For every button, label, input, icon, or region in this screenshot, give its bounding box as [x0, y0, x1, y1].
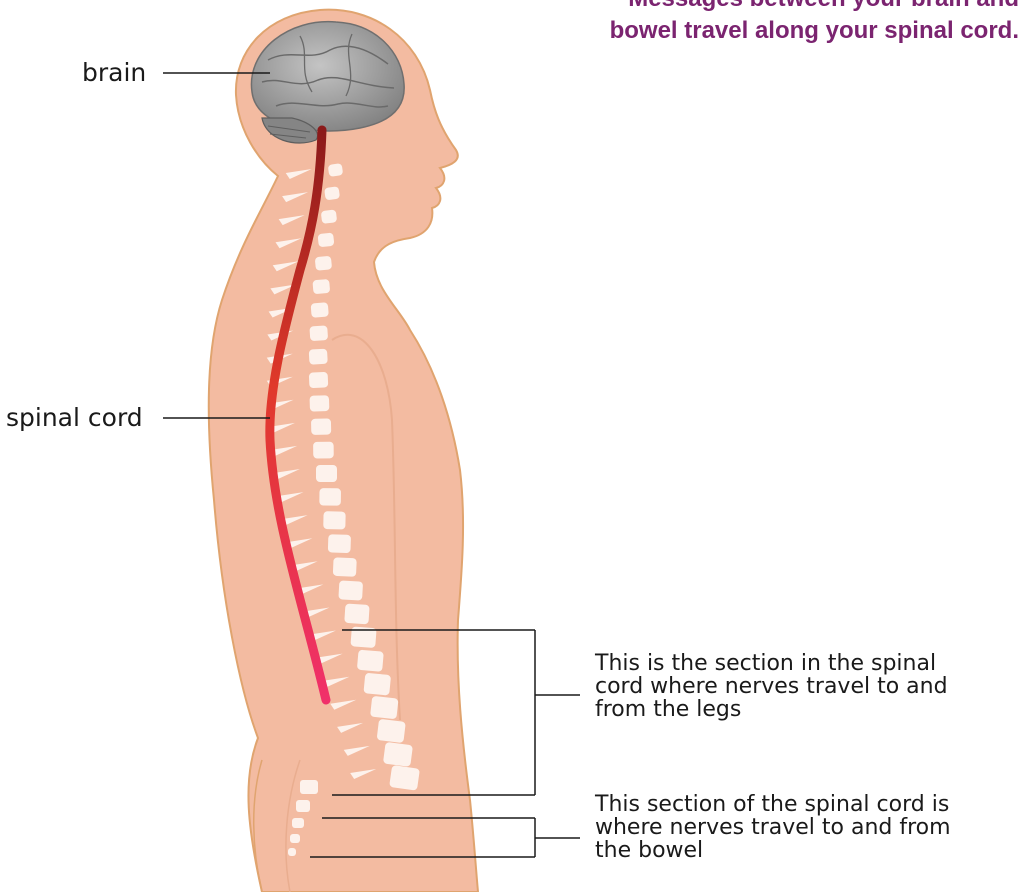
brain-label: brain: [82, 60, 146, 85]
vertebra-body: [321, 209, 338, 223]
heading-line-2: bowel travel along your spinal cord.: [610, 16, 1019, 46]
sacrum-segment: [288, 848, 296, 856]
legs-note-line-3: from the legs: [595, 698, 948, 721]
heading-line-1: Messages between your brain and: [628, 0, 1019, 14]
vertebra-body: [316, 465, 337, 482]
vertebra-body: [324, 186, 340, 200]
vertebra-body: [383, 742, 413, 767]
legs-section-note: This is the section in the spinal cord w…: [595, 652, 948, 721]
legs-note-line-2: cord where nerves travel to and: [595, 675, 948, 698]
vertebra-body: [311, 418, 331, 435]
vertebra-body: [328, 534, 351, 553]
bowel-section-note: This section of the spinal cord is where…: [595, 793, 951, 862]
bowel-note-line-3: the bowel: [595, 839, 951, 862]
vertebra-body: [370, 696, 398, 720]
legs-note-line-1: This is the section in the spinal: [595, 652, 948, 675]
sacrum-segment: [290, 834, 300, 843]
vertebra-body: [333, 557, 357, 576]
sacrum-segment: [292, 818, 304, 828]
vertebra-body: [309, 325, 328, 341]
vertebra-body: [389, 765, 420, 791]
vertebra-body: [310, 395, 330, 411]
vertebra-body: [313, 442, 334, 459]
bowel-note-line-1: This section of the spinal cord is: [595, 793, 951, 816]
vertebra-body: [309, 372, 328, 388]
bowel-note-line-2: where nerves travel to and from: [595, 816, 951, 839]
sacrum-segment: [296, 800, 310, 812]
sacrum-segment: [300, 780, 318, 794]
vertebra-body: [377, 719, 406, 743]
vertebra-body: [344, 603, 369, 624]
vertebra-body: [363, 673, 391, 696]
vertebra-body: [309, 349, 328, 365]
body-silhouette: [209, 10, 478, 892]
vertebra-body: [312, 279, 330, 294]
vertebra-body: [338, 580, 363, 600]
vertebra-body: [311, 302, 329, 318]
vertebra-body: [323, 511, 345, 529]
vertebra-body: [315, 256, 332, 271]
vertebra-body: [319, 488, 341, 506]
vertebra-body: [317, 233, 334, 248]
spinal-cord-label: spinal cord: [6, 405, 143, 430]
vertebra-body: [328, 163, 344, 177]
vertebra-body: [357, 650, 384, 672]
